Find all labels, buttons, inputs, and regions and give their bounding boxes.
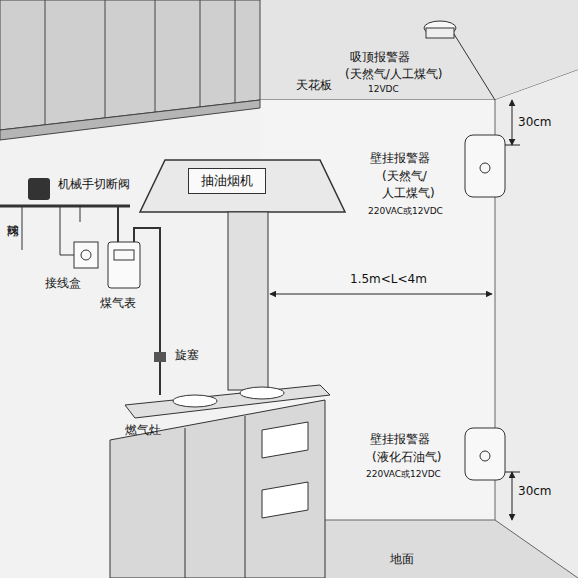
- base-cabinet: [110, 400, 325, 578]
- dimension-line: [512, 472, 513, 520]
- part-label: 地面: [390, 552, 414, 566]
- part-label: (液化石油气): [372, 450, 441, 464]
- part-label: 220VAC或12VDC: [368, 206, 443, 217]
- junction-box: [74, 242, 98, 268]
- part-label: 天花板: [296, 78, 332, 92]
- part-label: 人工煤气): [382, 186, 435, 200]
- wall-alarm: [465, 428, 505, 480]
- part-label: 1.5m<L<4m: [350, 272, 427, 286]
- wall-alarm: [465, 135, 505, 197]
- part-label: 壁挂报警器: [370, 151, 430, 165]
- dimension-line: [512, 100, 513, 145]
- node-text: 抽油烟机: [201, 172, 253, 190]
- gas-meter: [108, 242, 140, 288]
- dimension-line: [270, 294, 492, 295]
- shutoff-valve: [28, 178, 50, 200]
- hood-panel: [228, 212, 268, 390]
- part-label: (天然气/: [382, 169, 427, 183]
- part-label: 220VAC或12VDC: [366, 469, 441, 480]
- part-label: 吸顶报警器: [350, 50, 410, 64]
- part-label: 30cm: [518, 484, 552, 498]
- part-label: 接线盒: [45, 276, 81, 290]
- cock-valve: [154, 352, 166, 362]
- range-hood: [140, 160, 345, 212]
- part-label: (天然气/人工煤气): [345, 67, 442, 81]
- part-label: 燃气灶: [125, 423, 161, 437]
- part-label: 机械手切断阀: [58, 177, 130, 191]
- part-label: 煤气表: [100, 296, 136, 310]
- part-label: 旋塞: [175, 348, 199, 362]
- part-label: 12VDC: [368, 84, 399, 95]
- part-label: 30cm: [518, 115, 552, 129]
- part-label: 壁挂报警器: [370, 432, 430, 446]
- hood-label-box: 抽油烟机: [188, 168, 266, 194]
